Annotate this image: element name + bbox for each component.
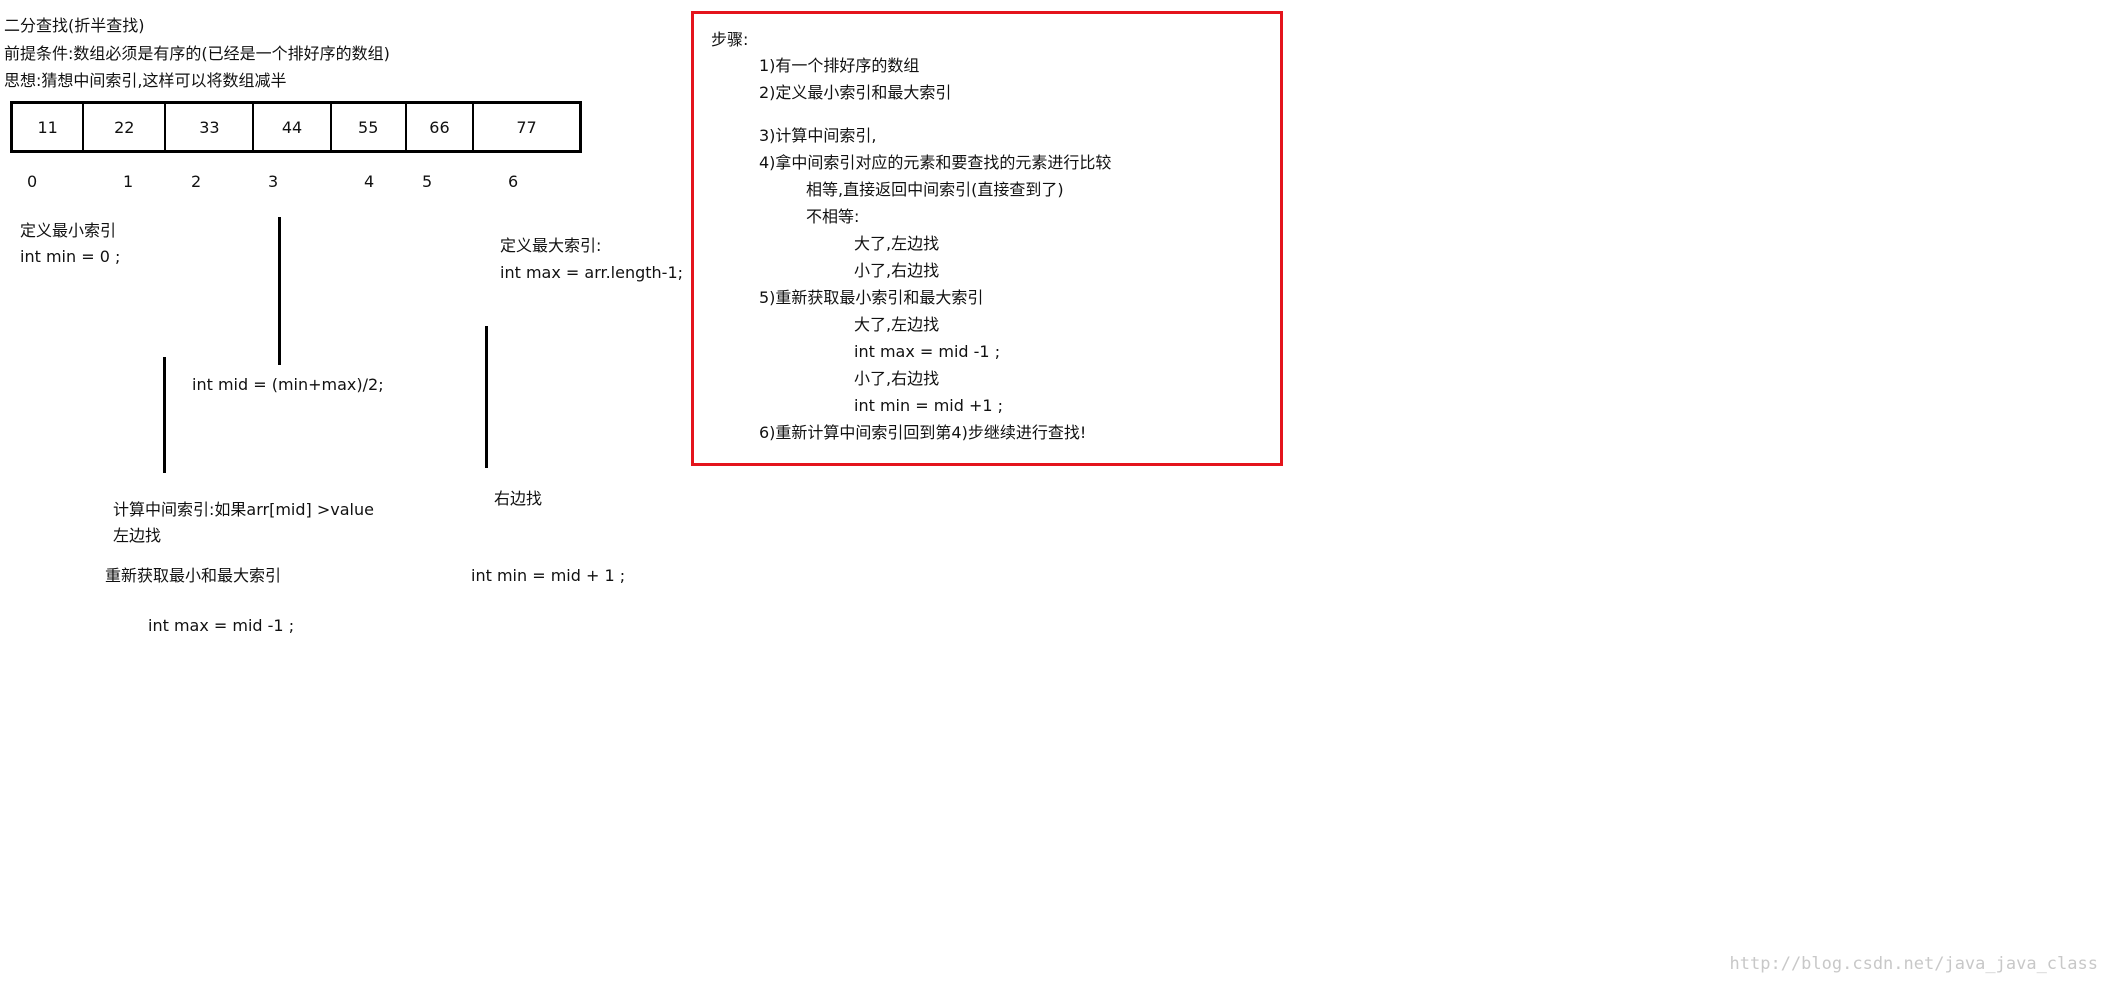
- array-index: 2: [191, 172, 202, 191]
- array-index: 0: [27, 172, 38, 191]
- left-find-text: 左边找: [113, 526, 162, 545]
- step-5-bigger: 大了,左边找: [854, 315, 940, 334]
- array-cell: 66: [407, 104, 475, 150]
- array-cell: 11: [13, 104, 85, 150]
- max-init-code: int max = arr.length-1;: [500, 263, 684, 282]
- step-1: 1)有一个排好序的数组: [759, 56, 920, 75]
- array-index: 4: [364, 172, 375, 191]
- array-cell: 77: [516, 117, 537, 137]
- step-4-equal: 相等,直接返回中间索引(直接查到了): [806, 180, 1064, 199]
- watermark-url: http://blog.csdn.net/java_java_class: [1729, 954, 2098, 974]
- reacquire-index-text: 重新获取最小和最大索引: [105, 566, 282, 585]
- step-6: 6)重新计算中间索引回到第4)步继续进行查找!: [759, 423, 1087, 442]
- array-cell: 55: [332, 104, 407, 150]
- array-index: 5: [422, 172, 433, 191]
- precondition-text: 前提条件:数组必须是有序的(已经是一个排好序的数组): [4, 44, 390, 63]
- min-update-code: int min = mid + 1 ;: [471, 566, 626, 585]
- step-5: 5)重新获取最小索引和最大索引: [759, 288, 984, 307]
- array-cell: 22: [84, 104, 167, 150]
- array-index: 3: [268, 172, 279, 191]
- sorted-array: 11 22 33 44 55 66 77: [10, 101, 582, 153]
- min-definition-label: 定义最小索引: [20, 221, 117, 240]
- array-index: 1: [123, 172, 134, 191]
- step-4-smaller: 小了,右边找: [854, 261, 940, 280]
- step-4: 4)拿中间索引对应的元素和要查找的元素进行比较: [759, 153, 1112, 172]
- step-4-bigger: 大了,左边找: [854, 234, 940, 253]
- steps-title: 步骤:: [711, 30, 749, 49]
- right-pointer-line: [485, 326, 488, 468]
- left-pointer-line: [163, 357, 166, 473]
- step-2: 2)定义最小索引和最大索引: [759, 83, 952, 102]
- idea-text: 思想:猜想中间索引,这样可以将数组减半: [4, 71, 287, 90]
- array-cell: 44: [254, 104, 332, 150]
- step-4-not-equal: 不相等:: [806, 207, 860, 226]
- max-update-code: int max = mid -1 ;: [148, 616, 295, 635]
- min-init-code: int min = 0 ;: [20, 247, 121, 266]
- right-find-text: 右边找: [494, 489, 543, 508]
- left-condition-text: 计算中间索引:如果arr[mid] >value: [113, 500, 374, 519]
- diagram-title: 二分查找(折半查找): [4, 16, 145, 35]
- array-index: 6: [508, 172, 519, 191]
- mid-pointer-line: [278, 217, 281, 365]
- step-3: 3)计算中间索引,: [759, 126, 877, 145]
- max-definition-label: 定义最大索引:: [500, 236, 602, 255]
- mid-calc-code: int mid = (min+max)/2;: [192, 375, 384, 394]
- steps-box: 步骤: 1)有一个排好序的数组 2)定义最小索引和最大索引 3)计算中间索引, …: [691, 11, 1283, 466]
- step-5-max-code: int max = mid -1 ;: [854, 342, 1001, 361]
- step-5-smaller: 小了,右边找: [854, 369, 940, 388]
- array-cell: 33: [166, 104, 255, 150]
- step-5-min-code: int min = mid +1 ;: [854, 396, 1004, 415]
